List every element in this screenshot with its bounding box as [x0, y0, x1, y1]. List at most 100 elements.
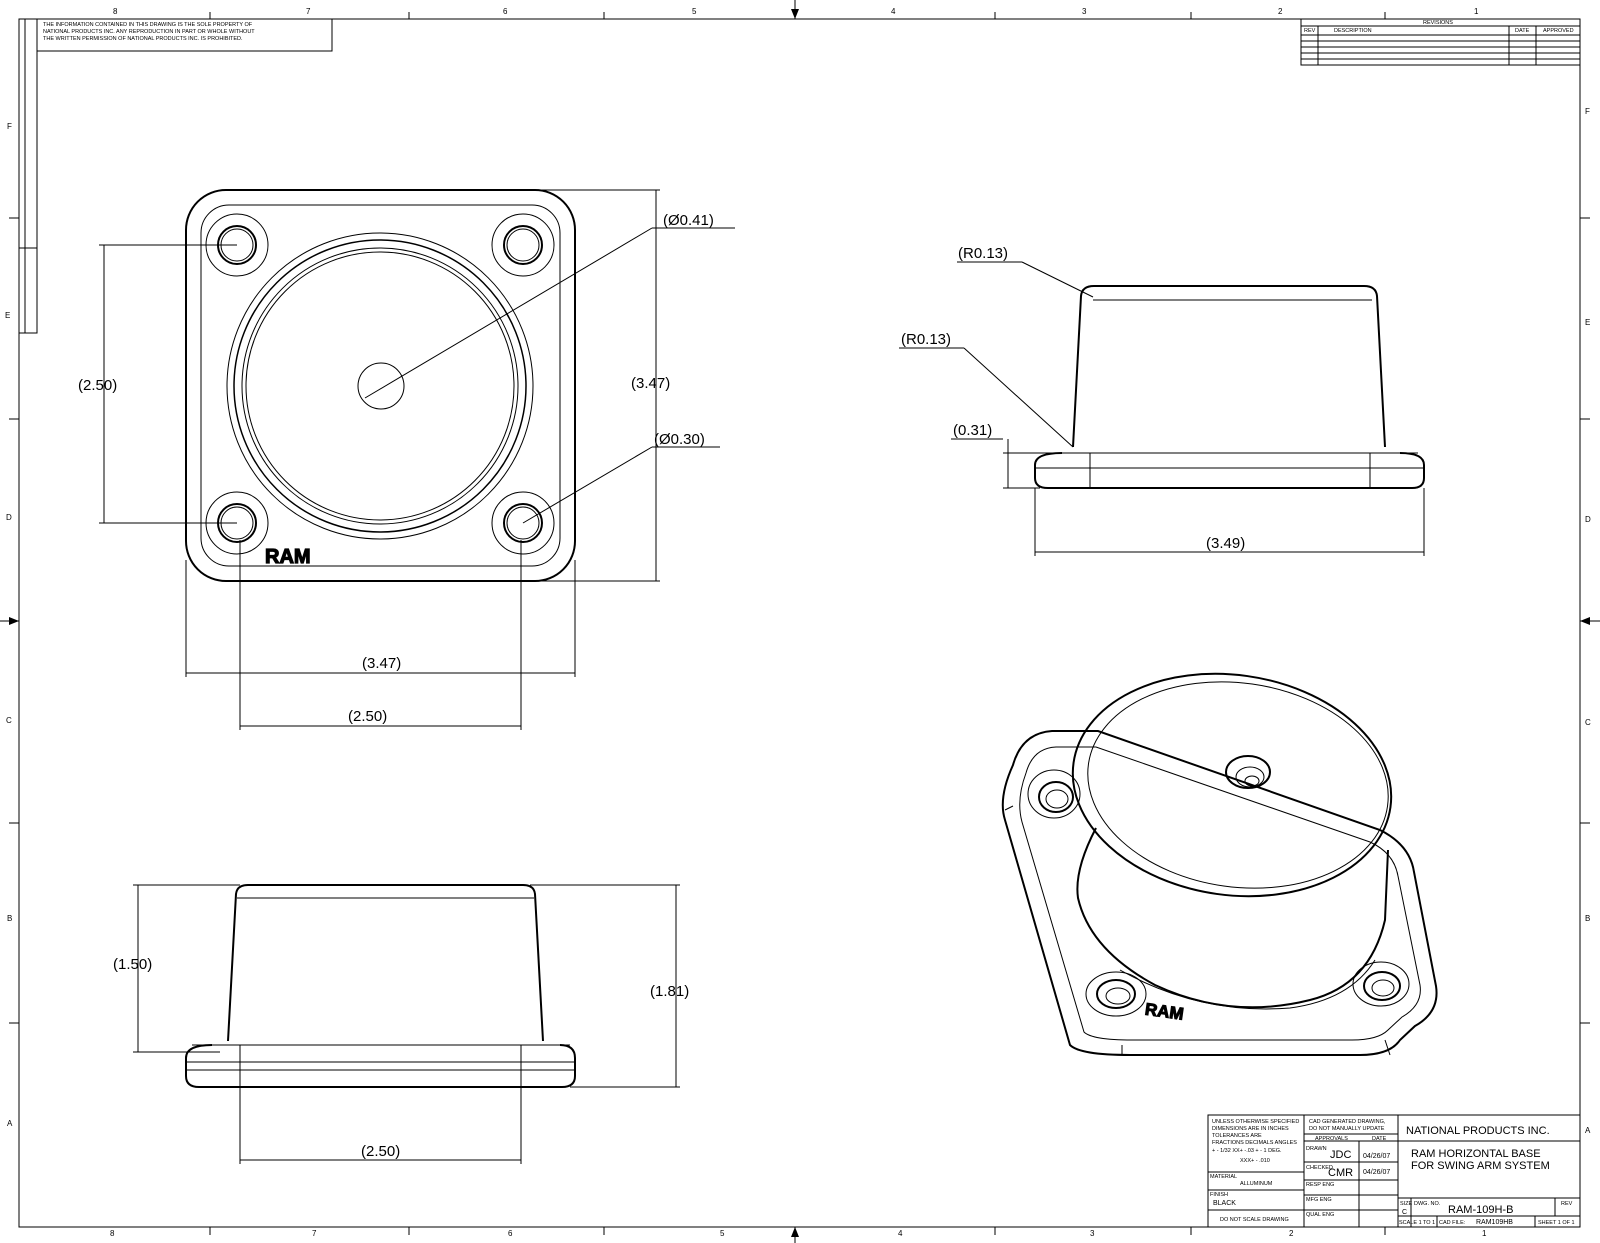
tb-approvals-label: APPROVALS [1315, 1136, 1348, 1142]
notice-line-2: NATIONAL PRODUCTS INC. ANY REPRODUCTION … [43, 29, 255, 35]
rev-header-approved: APPROVED [1543, 28, 1574, 34]
rev-header-description: DESCRIPTION [1334, 28, 1372, 34]
zone-row-C: C [1585, 718, 1591, 727]
tb-scale: SCALE 1 TO 1 [1399, 1220, 1435, 1226]
dim-width-holes: (2.50) [348, 708, 387, 725]
zone-row-D: D [6, 513, 12, 522]
dim-side-width: (3.49) [1206, 535, 1245, 552]
dim-side-width-holes: (2.50) [361, 1143, 400, 1160]
zone-row-A: A [1585, 1126, 1591, 1135]
dim-body-height: (1.50) [113, 956, 152, 973]
zone-col-6: 6 [503, 7, 508, 16]
dim-radius-top: (R0.13) [958, 245, 1008, 262]
tb-date-label: DATE [1372, 1136, 1387, 1142]
dim-hole-large: (Ø0.41) [663, 212, 714, 229]
rev-header-date: DATE [1515, 28, 1530, 34]
zone-col-7: 7 [312, 1229, 317, 1238]
tb-resp-eng-label: RESP ENG [1306, 1182, 1334, 1188]
dim-radius-base: (R0.13) [901, 331, 951, 348]
zone-row-E: E [5, 311, 10, 320]
dim-hole-small: (Ø0.30) [654, 431, 705, 448]
tb-checked-by: CMR [1328, 1167, 1353, 1179]
iso-view-logo: RAM [1144, 1000, 1185, 1024]
zone-col-5: 5 [720, 1229, 725, 1238]
tb-material: ALLUMINUM [1240, 1181, 1273, 1187]
top-view: RAM [185, 189, 576, 582]
tb-finish-label: FINISH [1210, 1192, 1228, 1198]
top-view-logo: RAM [265, 546, 311, 568]
zone-row-B: B [1585, 914, 1590, 923]
tb-cad-file-label: CAD FILE: [1439, 1220, 1466, 1226]
tb-sheet: SHEET 1 OF 1 [1538, 1220, 1575, 1226]
dim-height-holes: (2.50) [78, 377, 117, 394]
zone-col-7: 7 [306, 7, 311, 16]
zone-row-B: B [7, 914, 12, 923]
tb-title-line-2: FOR SWING ARM SYSTEM [1411, 1160, 1550, 1172]
tb-cad-note-2: DO NOT MANUALLY UPDATE [1309, 1126, 1385, 1132]
revisions-title: REVISIONS [1423, 20, 1453, 26]
side-view-right-dimensions: (R0.13) (R0.13) (0.31) (3.49) [899, 245, 1425, 556]
zone-col-3: 3 [1090, 1229, 1095, 1238]
tb-note-2: DIMENSIONS ARE IN INCHES [1212, 1126, 1289, 1132]
tb-note-5: + - 1/32 XX+ -.03 + - 1 DEG. [1212, 1148, 1282, 1154]
dim-width-overall: (3.47) [362, 655, 401, 672]
tb-checked-date: 04/26/07 [1363, 1169, 1390, 1176]
tb-title-line-1: RAM HORIZONTAL BASE [1411, 1148, 1541, 1160]
zone-row-F: F [7, 122, 12, 131]
zone-col-3: 3 [1082, 7, 1087, 16]
dim-overall-height: (1.81) [650, 983, 689, 1000]
tb-size: C [1402, 1209, 1407, 1216]
zone-row-A: A [7, 1119, 13, 1128]
side-view-right [1034, 285, 1425, 489]
isometric-view: RAM [1001, 672, 1438, 1056]
zone-col-4: 4 [898, 1229, 903, 1238]
zone-col-1: 1 [1474, 7, 1479, 16]
tb-finish: BLACK [1213, 1200, 1236, 1207]
rev-header-rev: REV [1304, 28, 1316, 34]
tb-qual-eng-label: QUAL ENG [1306, 1212, 1334, 1218]
zone-col-5: 5 [692, 7, 697, 16]
tb-note-1: UNLESS OTHERWISE SPECIFIED [1212, 1119, 1299, 1125]
tb-cad-note-1: CAD GENERATED DRAWING, [1309, 1119, 1386, 1125]
side-view-left-dimensions: (1.50) (1.81) (2.50) [113, 884, 689, 1164]
notice-line-1: THE INFORMATION CONTAINED IN THIS DRAWIN… [43, 22, 253, 28]
zone-col-2: 2 [1289, 1229, 1294, 1238]
tb-rev-label: REV [1561, 1201, 1573, 1207]
zone-row-C: C [6, 716, 12, 725]
zone-labels-right: F E D C B A [1585, 107, 1591, 1135]
title-block: UNLESS OTHERWISE SPECIFIED DIMENSIONS AR… [1207, 1114, 1581, 1228]
zone-row-F: F [1585, 107, 1590, 116]
zone-col-4: 4 [891, 7, 896, 16]
side-view-left [185, 884, 576, 1088]
tb-drawn-date: 04/26/07 [1363, 1153, 1390, 1160]
tb-mfg-eng-label: MFG ENG [1306, 1197, 1332, 1203]
zone-col-6: 6 [508, 1229, 513, 1238]
tb-no-scale: DO NOT SCALE DRAWING [1220, 1217, 1289, 1223]
tb-dwg-no-label: DWG. NO. [1414, 1201, 1441, 1207]
zone-labels-left: F E D C B A [5, 122, 13, 1128]
tb-size-label: SIZE [1400, 1201, 1413, 1207]
dim-flange-thickness: (0.31) [953, 422, 992, 439]
tb-drawn-by: JDC [1330, 1149, 1351, 1161]
tb-drawn-label: DRAWN [1306, 1146, 1327, 1152]
zone-row-D: D [1585, 515, 1591, 524]
tb-note-6: XXX+ - .010 [1240, 1158, 1270, 1164]
notice-line-3: THE WRITTEN PERMISSION OF NATIONAL PRODU… [43, 36, 243, 42]
top-view-dimensions: (Ø0.41) (Ø0.30) (2.50) (3.47) (3.47) (2.… [78, 189, 735, 730]
zone-labels-top: 8 7 6 5 4 3 2 1 [113, 7, 1479, 16]
tb-checked-label: CHECKED [1306, 1165, 1333, 1171]
dim-height-overall: (3.47) [631, 375, 670, 392]
revisions-table: REVISIONS REV DESCRIPTION DATE APPROVED [1300, 18, 1581, 66]
zone-col-2: 2 [1278, 7, 1283, 16]
zone-col-8: 8 [110, 1229, 115, 1238]
tb-material-label: MATERIAL [1210, 1174, 1237, 1180]
tb-dwg-no: RAM-109H-B [1448, 1204, 1513, 1216]
tb-cad-file: RAM109HB [1476, 1219, 1513, 1226]
proprietary-notice: THE INFORMATION CONTAINED IN THIS DRAWIN… [36, 18, 333, 52]
tb-note-3: TOLERANCES ARE [1212, 1133, 1262, 1139]
zone-labels-bottom: 8 7 6 5 4 3 2 1 [110, 1229, 1487, 1238]
zone-col-8: 8 [113, 7, 118, 16]
tb-company: NATIONAL PRODUCTS INC. [1406, 1125, 1550, 1137]
